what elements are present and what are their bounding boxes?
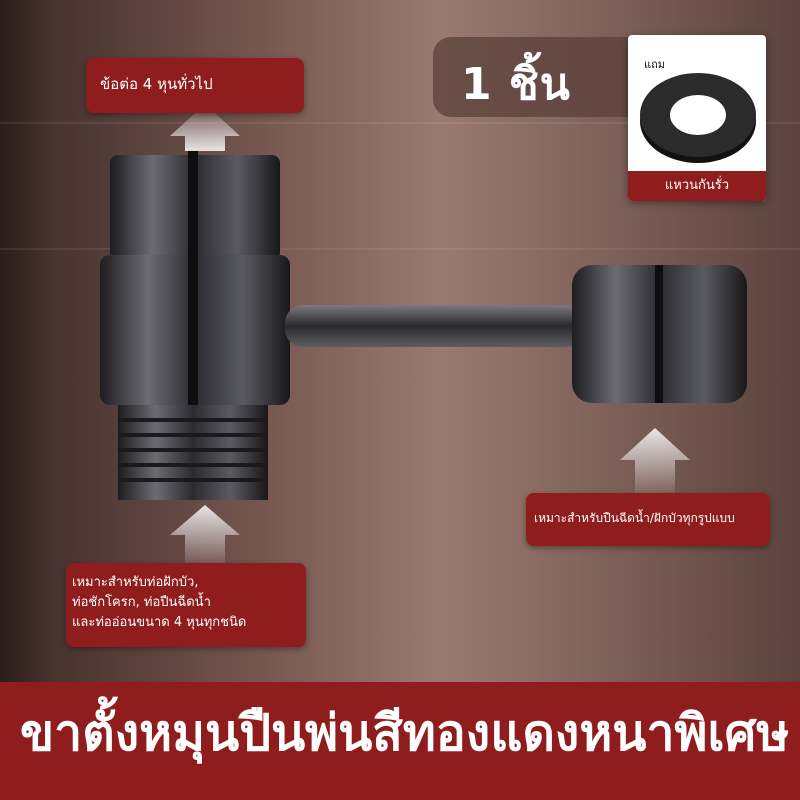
arm-pipe xyxy=(285,305,585,347)
left-wall-panel xyxy=(0,0,56,800)
callout-pipe-usage: เหมาะสำหรับท่อฝักบัว, ท่อชักโครก, ท่อปืน… xyxy=(66,563,306,647)
callout-line: เหมาะสำหรับท่อฝักบัว, xyxy=(72,575,199,590)
callout-line: และท่ออ่อนขนาด 4 หุนทุกชนิด xyxy=(72,615,247,630)
arrow-up-icon xyxy=(620,428,690,500)
quantity-badge: 1 ชิ้น xyxy=(433,37,648,117)
callout-line: ท่อชักโครก, ท่อปืนฉีดน้ำ xyxy=(72,595,211,610)
washer-label: แหวนกันรั่ว xyxy=(628,171,766,201)
callout-connector-size: ข้อต่อ 4 หุนทั่วไป xyxy=(86,58,304,113)
washer-ring-icon xyxy=(640,73,756,163)
arrow-down-icon xyxy=(170,104,240,151)
callout-compatibility: เหมาะสำหรับปืนฉีดน้ำ/ฝักบัวทุกรูปแบบ xyxy=(526,493,770,546)
bottom-banner: ขาตั้งหมุนปืนพ่นสีทองแดงหนาพิเศษ xyxy=(0,682,800,800)
wall-divider xyxy=(0,122,800,124)
wall-divider xyxy=(0,248,800,250)
banner-headline: ขาตั้งหมุนปืนพ่นสีทองแดงหนาพิเศษ xyxy=(20,704,790,762)
callout-text: เหมาะสำหรับปืนฉีดน้ำ/ฝักบัวทุกรูปแบบ xyxy=(534,511,735,525)
washer-card: แถม แหวนกันรั่ว xyxy=(628,35,766,201)
quantity-label: 1 ชิ้น xyxy=(461,59,571,110)
arrow-up-icon xyxy=(170,505,240,570)
free-gift-tag: แถม xyxy=(644,58,666,71)
callout-text: ข้อต่อ 4 หุนทั่วไป xyxy=(100,75,213,93)
